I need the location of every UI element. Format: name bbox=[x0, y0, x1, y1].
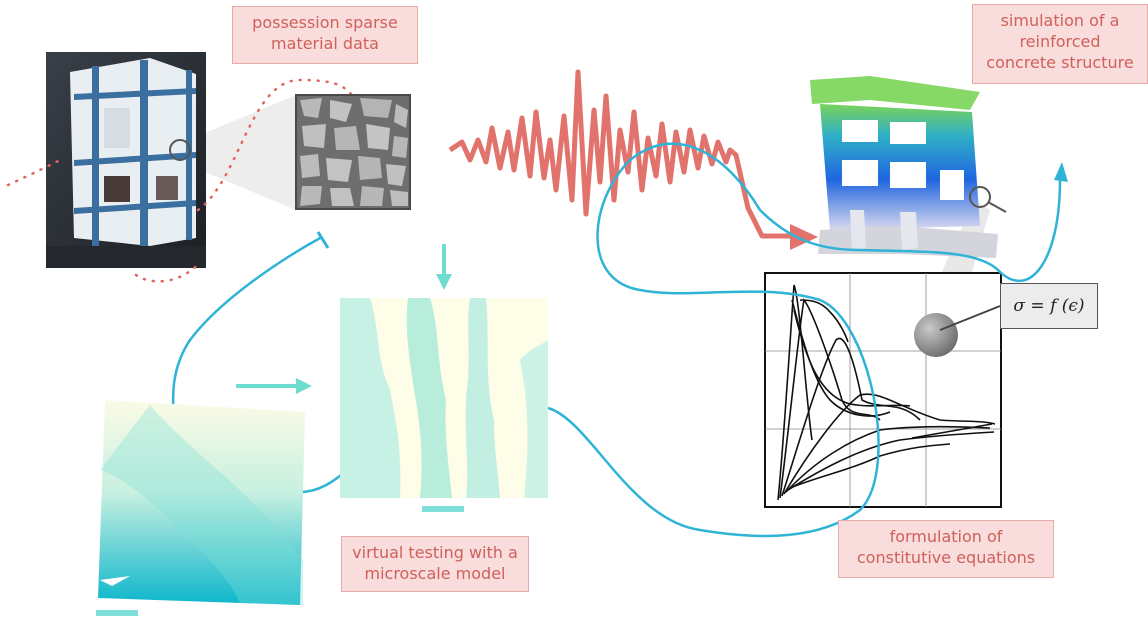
label-formulation-line2: constitutive equations bbox=[856, 548, 1036, 567]
structure-zoom-line bbox=[987, 201, 1007, 213]
hysteresis-plot bbox=[764, 272, 1002, 508]
label-simulation-line1: simulation of a bbox=[1000, 11, 1120, 30]
label-possession-line2: material data bbox=[271, 34, 379, 53]
simulated-structure bbox=[810, 76, 998, 258]
constitutive-equation: σ = f (ϵ) bbox=[1000, 283, 1098, 329]
concrete-mesostructure bbox=[295, 94, 411, 210]
seismic-signal bbox=[448, 69, 790, 239]
arrow-to-small-head bbox=[296, 378, 312, 394]
arrow-down-head bbox=[436, 274, 452, 290]
photo-zoom-circle bbox=[169, 139, 191, 161]
label-possession-line1: possession sparse bbox=[252, 13, 398, 32]
zoom-wedge-photo bbox=[176, 95, 296, 210]
flow-tick bbox=[316, 231, 330, 249]
microscale-large-scalebar bbox=[96, 610, 138, 616]
label-formulation: formulation of constitutive equations bbox=[838, 520, 1054, 578]
label-simulation-structure: simulation of a reinforced concrete stru… bbox=[972, 4, 1148, 84]
equation-leader bbox=[939, 305, 1001, 331]
constitutive-point-sphere bbox=[914, 313, 958, 357]
structure-zoom-circle bbox=[969, 186, 991, 208]
label-virtual-line2: microscale model bbox=[364, 564, 506, 583]
label-simulation-line2: reinforced bbox=[1019, 32, 1101, 51]
label-virtual-line1: virtual testing with a bbox=[352, 543, 518, 562]
label-virtual-testing: virtual testing with a microscale model bbox=[341, 536, 529, 592]
seismic-arrow-head bbox=[790, 224, 818, 250]
microscale-small bbox=[340, 298, 548, 498]
microscale-large bbox=[98, 400, 305, 605]
dotted-path-bottom bbox=[134, 260, 202, 283]
label-possession-sparse-material-data: possession sparse material data bbox=[232, 6, 418, 64]
flow-arrow-head bbox=[1054, 162, 1068, 182]
label-formulation-line1: formulation of bbox=[889, 527, 1003, 546]
label-simulation-line3: concrete structure bbox=[986, 53, 1134, 72]
microscale-small-scalebar bbox=[422, 506, 464, 512]
